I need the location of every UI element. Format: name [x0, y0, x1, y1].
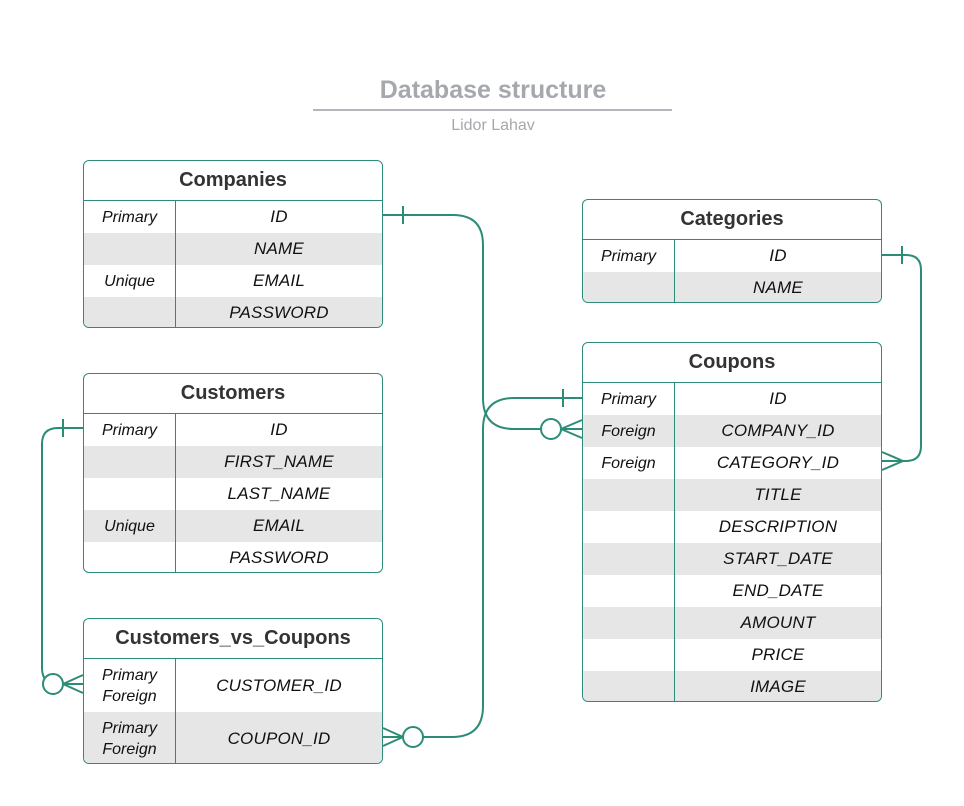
table-row: Unique EMAIL [84, 510, 382, 542]
key-cell [84, 297, 176, 327]
companies-table: Companies Primary ID NAME Unique EMAIL P… [83, 160, 383, 328]
field-cell: IMAGE [750, 677, 806, 696]
table-row: Primary ID [84, 414, 382, 446]
table-row: TITLE [583, 479, 881, 511]
field-cell: ID [270, 207, 288, 226]
many-marker [881, 451, 904, 471]
field-cell: FIRST_NAME [224, 452, 334, 471]
table-row: Unique EMAIL [84, 265, 382, 297]
key-cell [583, 671, 675, 701]
field-cell: PASSWORD [229, 303, 329, 322]
table-row: START_DATE [583, 543, 881, 575]
field-cell: ID [769, 389, 787, 408]
table-row: Primary Foreign COUPON_ID [84, 712, 382, 763]
table-row: Foreign COMPANY_ID [583, 415, 881, 447]
key-label: Foreign [102, 687, 157, 705]
field-cell: ID [769, 246, 787, 265]
key-cell: Unique [84, 510, 176, 542]
key-cell [84, 542, 176, 572]
field-cell: COMPANY_ID [721, 421, 835, 440]
zero-marker [402, 726, 424, 748]
key-cell: Foreign [583, 447, 675, 479]
key-cell: Primary [84, 414, 176, 446]
key-cell [583, 543, 675, 575]
relationship-companies-coupons [383, 206, 583, 440]
many-marker [62, 674, 84, 694]
key-cell [84, 446, 176, 478]
relationship-categories-coupons [881, 246, 922, 471]
table-title: Customers [84, 374, 382, 414]
table-row: LAST_NAME [84, 478, 382, 510]
table-row: Primary ID [583, 383, 881, 415]
table-row: PASSWORD [84, 297, 382, 327]
field-cell: CATEGORY_ID [716, 453, 840, 472]
key-cell: Unique [84, 265, 176, 297]
field-cell: NAME [753, 278, 803, 297]
table-title: Coupons [583, 343, 881, 383]
field-cell: LAST_NAME [227, 484, 331, 503]
table-row: Primary ID [583, 240, 881, 272]
customers-vs-coupons-table: Customers_vs_Coupons Primary Foreign CUS… [83, 618, 383, 764]
key-cell [583, 607, 675, 639]
many-marker [560, 419, 583, 439]
table-row: END_DATE [583, 575, 881, 607]
field-cell: CUSTOMER_ID [216, 675, 342, 695]
key-cell [583, 639, 675, 671]
diagram-title: Database structure [379, 76, 607, 104]
table-row: IMAGE [583, 671, 881, 701]
table-row: NAME [583, 272, 881, 302]
table-row: PASSWORD [84, 542, 382, 572]
key-cell: Primary [583, 240, 675, 272]
field-cell: PRICE [751, 645, 805, 664]
table-row: FIRST_NAME [84, 446, 382, 478]
key-cell: Foreign [583, 415, 675, 447]
key-cell [583, 272, 675, 302]
customers-table: Customers Primary ID FIRST_NAME LAST_NAM… [83, 373, 383, 573]
key-cell [84, 233, 176, 265]
key-label: Primary [101, 666, 158, 684]
relationship-coupons-junction [382, 389, 582, 748]
table-title: Customers_vs_Coupons [84, 619, 382, 659]
many-marker [382, 727, 404, 747]
field-cell: EMAIL [252, 271, 306, 290]
key-label: Primary [101, 719, 158, 737]
relationship-customers-junction [41, 419, 84, 695]
key-cell [583, 511, 675, 543]
key-cell: Primary Foreign [84, 659, 176, 712]
field-cell: DESCRIPTION [718, 517, 838, 536]
categories-table: Categories Primary ID NAME [582, 199, 882, 303]
field-cell: EMAIL [252, 516, 306, 535]
key-cell [583, 479, 675, 511]
field-cell: COUPON_ID [227, 728, 331, 748]
key-cell: Primary [583, 383, 675, 415]
table-row: Primary Foreign CUSTOMER_ID [84, 659, 382, 712]
field-cell: NAME [254, 239, 304, 258]
field-cell: START_DATE [723, 549, 833, 568]
table-title: Companies [84, 161, 382, 201]
field-cell: TITLE [754, 485, 802, 504]
field-cell: END_DATE [732, 581, 824, 600]
table-title: Categories [583, 200, 881, 240]
table-row: Primary ID [84, 201, 382, 233]
zero-marker [540, 418, 562, 440]
table-row: DESCRIPTION [583, 511, 881, 543]
table-row: PRICE [583, 639, 881, 671]
key-cell: Primary [84, 201, 176, 233]
title-underline [313, 109, 672, 111]
table-row: NAME [84, 233, 382, 265]
table-row: Foreign CATEGORY_ID [583, 447, 881, 479]
diagram-author: Lidor Lahav [451, 117, 535, 134]
table-row: AMOUNT [583, 607, 881, 639]
key-cell [84, 478, 176, 510]
field-cell: AMOUNT [740, 613, 816, 632]
key-label: Foreign [102, 740, 157, 758]
field-cell: ID [270, 420, 288, 439]
zero-marker [42, 673, 64, 695]
key-cell [583, 575, 675, 607]
coupons-table: Coupons Primary ID Foreign COMPANY_ID Fo… [582, 342, 882, 702]
field-cell: PASSWORD [229, 548, 329, 567]
key-cell: Primary Foreign [84, 712, 176, 763]
